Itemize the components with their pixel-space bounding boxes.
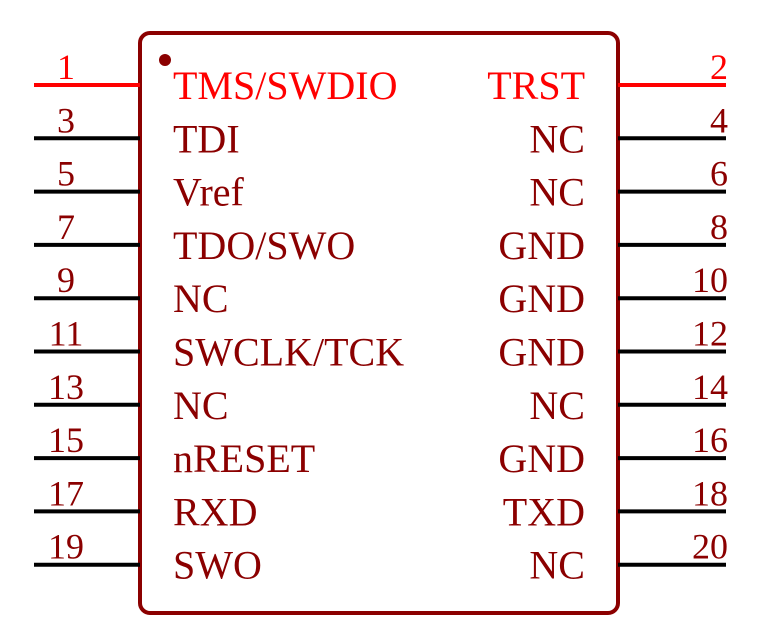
- pin-20-number: 20: [692, 527, 728, 567]
- pin-18-number: 18: [692, 473, 728, 513]
- pin-7-label: TDO/SWO: [173, 223, 355, 268]
- pin-15-label: nRESET: [173, 436, 315, 481]
- pin-18-label: TXD: [503, 489, 585, 534]
- pin-14-number: 14: [692, 367, 728, 407]
- pin-3-number: 3: [57, 100, 75, 140]
- pin-9-label: NC: [173, 276, 229, 321]
- pin-14-label: NC: [529, 383, 585, 428]
- component-body: [138, 31, 620, 615]
- pin-4-label: NC: [529, 116, 585, 161]
- pin-12-label: GND: [498, 330, 585, 375]
- pin-16-label: GND: [498, 436, 585, 481]
- pin-17-label: RXD: [173, 489, 257, 534]
- pin-9-number: 9: [57, 260, 75, 300]
- pin-17-number: 17: [48, 473, 84, 513]
- pin-11-number: 11: [49, 314, 84, 354]
- pin-5-number: 5: [57, 154, 75, 194]
- pin1-marker-dot: [159, 54, 171, 66]
- pin-15-number: 15: [48, 420, 84, 460]
- pin-3-label: TDI: [173, 116, 240, 161]
- pin-5-label: Vref: [173, 170, 245, 215]
- pin-13-number: 13: [48, 367, 84, 407]
- pin-2-number: 2: [710, 47, 728, 87]
- pin-13-label: NC: [173, 383, 229, 428]
- pin-6-number: 6: [710, 154, 728, 194]
- pin-4-number: 4: [710, 100, 728, 140]
- pin-11-label: SWCLK/TCK: [173, 330, 404, 375]
- pin-7-number: 7: [57, 207, 75, 247]
- pin-19-number: 19: [48, 527, 84, 567]
- pin-16-number: 16: [692, 420, 728, 460]
- pin-10-number: 10: [692, 260, 728, 300]
- pin-10-label: GND: [498, 276, 585, 321]
- pin-20-label: NC: [529, 543, 585, 588]
- pin-19-label: SWO: [173, 543, 262, 588]
- pin-8-number: 8: [710, 207, 728, 247]
- pin-8-label: GND: [498, 223, 585, 268]
- pin-6-label: NC: [529, 170, 585, 215]
- pin-1-label: TMS/SWDIO: [173, 63, 397, 108]
- pin-2-label: TRST: [487, 63, 585, 108]
- pin-12-number: 12: [692, 314, 728, 354]
- pin-1-number: 1: [57, 47, 75, 87]
